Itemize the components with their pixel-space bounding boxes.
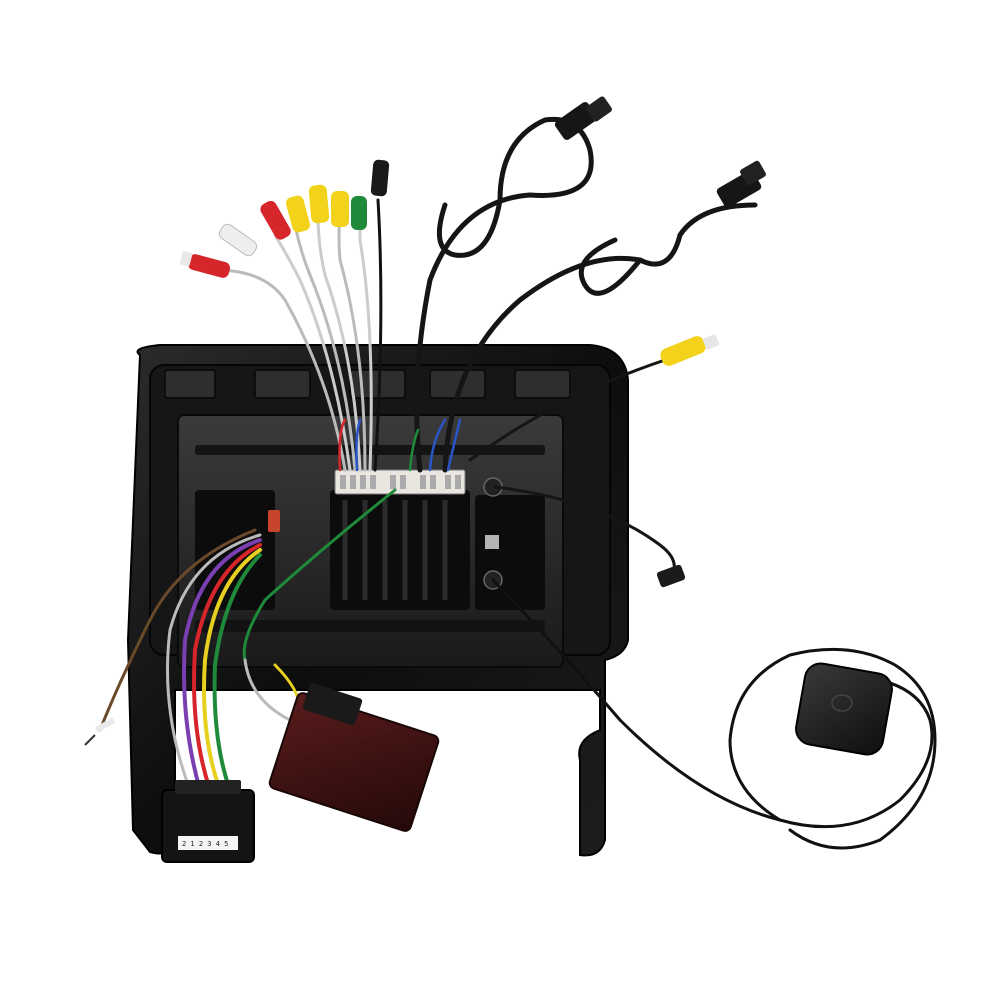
- iso-harness-plug: 2 1 2 3 4 5: [161, 780, 255, 863]
- harness-plug-label: 2 1 2 3 4 5: [182, 840, 228, 848]
- rca-green-plug: [351, 196, 367, 230]
- rca-white-plug: [218, 223, 258, 257]
- antenna-adapter-plug: [656, 564, 686, 588]
- camera-rca-yellow-plug: [660, 334, 720, 366]
- canbus-decoder-box: [268, 683, 440, 832]
- usb-connector-2: [716, 160, 766, 208]
- wiring-harness: [98, 116, 937, 850]
- loose-wire-end: [84, 717, 116, 746]
- usb-connector-1: [554, 96, 612, 140]
- rca-red-plug: [179, 251, 231, 278]
- rca-yellow-plug: [331, 191, 349, 227]
- aux-jack-plug: [370, 159, 390, 197]
- rca-yellow-plug: [285, 195, 311, 233]
- gps-antenna: [795, 662, 893, 756]
- rca-red-plug: [260, 200, 291, 240]
- rca-connector-group: [179, 159, 720, 366]
- rear-metal-plate: [177, 414, 564, 668]
- rca-yellow-plug: [308, 184, 330, 224]
